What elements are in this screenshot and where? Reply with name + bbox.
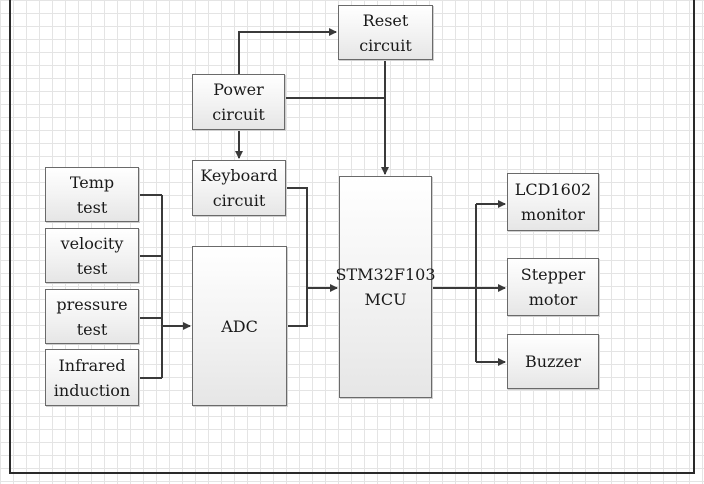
adc-block: ADC xyxy=(192,246,287,406)
reset-circuit-block: Reset circuit xyxy=(338,5,433,60)
mcu-block: STM32F103 MCU xyxy=(336,176,436,398)
velocity-test-label: velocity test xyxy=(60,233,124,278)
wire-power-to-reset xyxy=(238,28,337,74)
temp-test-label: Temp test xyxy=(69,172,115,217)
stepper-motor-block: Stepper motor xyxy=(507,258,599,316)
adc-label: ADC xyxy=(221,316,258,336)
pressure-test-label: pressure test xyxy=(56,294,128,339)
temp-test-block: Temp test xyxy=(45,167,139,222)
power-circuit-label: Power circuit xyxy=(212,80,265,124)
power-circuit-block: Power circuit xyxy=(192,74,285,130)
infrared-induction-block: Infrared induction xyxy=(45,349,139,406)
keyboard-circuit-label: Keyboard circuit xyxy=(200,166,278,210)
velocity-test-block: velocity test xyxy=(45,228,139,283)
keyboard-circuit-block: Keyboard circuit xyxy=(192,160,286,216)
infrared-induction-label: Infrared induction xyxy=(53,355,131,400)
mcu-label: STM32F103 MCU xyxy=(335,265,436,309)
stepper-motor-label: Stepper motor xyxy=(520,265,586,309)
reset-circuit-label: Reset circuit xyxy=(359,10,412,55)
lcd1602-monitor-block: LCD1602 monitor xyxy=(507,173,599,231)
pressure-test-block: pressure test xyxy=(45,289,139,344)
buzzer-label: Buzzer xyxy=(524,352,582,371)
wire-keyboard-to-mcu xyxy=(286,187,308,327)
buzzer-block: Buzzer xyxy=(507,334,599,389)
lcd1602-monitor-label: LCD1602 monitor xyxy=(514,180,592,224)
